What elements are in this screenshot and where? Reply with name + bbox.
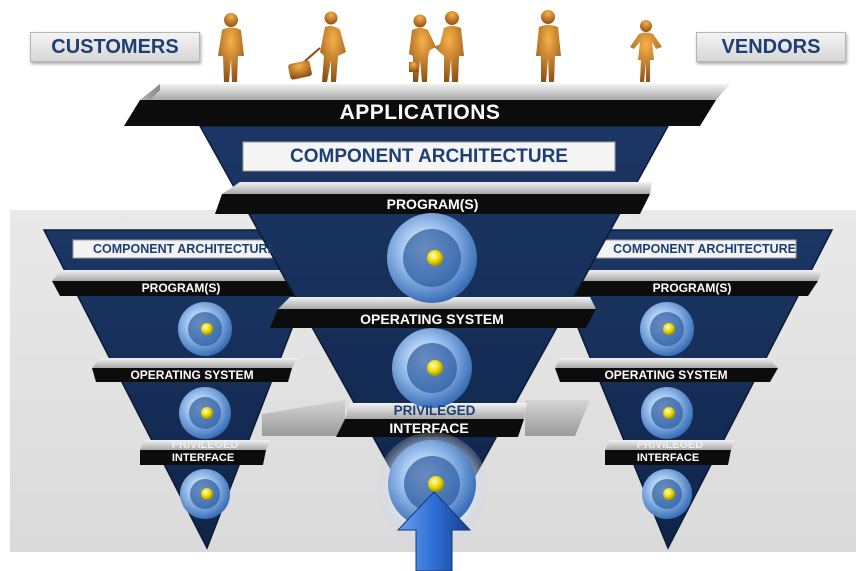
center-component-architecture-label: COMPONENT ARCHITECTURE (290, 146, 568, 167)
vendors-label: VENDORS (696, 32, 846, 62)
left-priv-bar (140, 450, 266, 465)
left-funnel (42, 229, 332, 550)
core-sphere-icon (387, 213, 477, 303)
right-funnel (536, 229, 834, 550)
left-component-architecture-label: COMPONENT ARCHITECTURE (93, 242, 273, 256)
center-program-bar (215, 194, 650, 214)
left-os-label: OPERATING SYSTEM (130, 368, 254, 382)
right-interface-label: INTERFACE (636, 452, 700, 464)
right-os-label: OPERATING SYSTEM (604, 368, 728, 382)
center-os-label: OPERATING SYSTEM (360, 311, 504, 327)
core-sphere-icon (392, 328, 472, 408)
left-os-bar (92, 368, 292, 382)
core-sphere-icon (179, 387, 231, 439)
center-privileged-label: PRIVILEGED (393, 403, 476, 418)
right-privileged-label: PRIVILEGED (636, 439, 704, 451)
applications-bar (124, 100, 716, 126)
person-silhouette-icon (536, 10, 561, 82)
applications-bar-top (140, 84, 730, 100)
center-os-bar-top (278, 297, 596, 309)
left-program-bar (52, 281, 308, 296)
left-os-bar-top (92, 358, 298, 368)
center-priv-bar-top (345, 403, 527, 419)
up-arrow-icon (396, 491, 472, 571)
right-component-architecture-label: COMPONENT ARCHITECTURE (613, 242, 796, 256)
left-interface-label: INTERFACE (171, 452, 235, 464)
person-silhouette-icon (218, 13, 244, 82)
center-interface-label: INTERFACE (389, 420, 469, 436)
core-sphere-icon (640, 302, 694, 356)
person-silhouette-icon (630, 20, 662, 82)
traveler-silhouette-icon (288, 11, 346, 82)
core-sphere-icon (180, 469, 230, 519)
applications-label: APPLICATIONS (339, 101, 501, 124)
left-privileged-label: PRIVILEGED (171, 439, 239, 451)
right-priv-bar-top (605, 440, 735, 450)
right-program-bar-top (568, 270, 822, 281)
center-program-label: PROGRAM(S) (386, 196, 479, 212)
customers-label: CUSTOMERS (30, 32, 200, 62)
left-program-label: PROGRAM(S) (141, 281, 221, 295)
right-os-bar (555, 368, 778, 382)
core-sphere-icon (388, 440, 476, 528)
right-os-bar-top (555, 358, 778, 368)
connector-bar-left (262, 400, 345, 436)
left-program-bar-top (52, 270, 312, 281)
handshake-silhouette-icon (409, 11, 464, 82)
right-priv-bar (605, 450, 731, 465)
left-priv-bar-top (140, 440, 270, 450)
center-program-bar-top (222, 182, 652, 194)
right-program-label: PROGRAM(S) (652, 281, 732, 295)
connector-bar-right (525, 400, 590, 436)
center-component-box (242, 141, 616, 172)
core-sphere-icon (641, 387, 693, 439)
core-sphere-icon (178, 302, 232, 356)
center-os-bar (270, 309, 596, 328)
core-sphere-icon (642, 469, 692, 519)
right-program-bar (568, 281, 818, 296)
center-priv-bar (336, 419, 524, 437)
